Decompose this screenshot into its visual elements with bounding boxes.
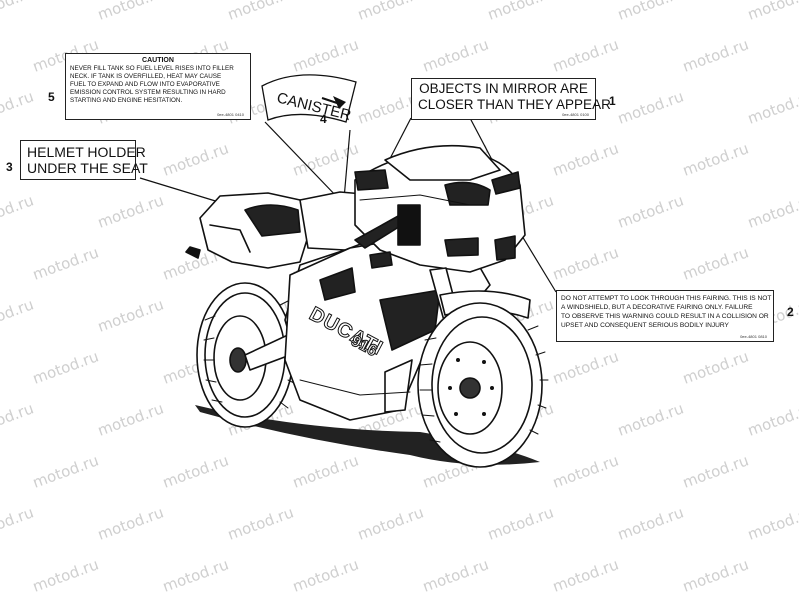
caution-title: CAUTION (142, 57, 174, 64)
fairing-line: A WINDSHIELD, BUT A DECORATIVE FAIRING O… (561, 304, 753, 311)
watermark-text: motod.ru (355, 0, 426, 24)
fairing-line: TO OBSERVE THIS WARNING COULD RESULT IN … (561, 313, 769, 320)
callout-1: 1 (609, 94, 616, 108)
watermark-text: motod.ru (0, 87, 36, 127)
watermark-text: motod.ru (680, 139, 751, 179)
watermark-text: motod.ru (0, 503, 36, 543)
fairing-line: UPSET AND CONSEQUENT SERIOUS BODILY INJU… (561, 322, 729, 329)
watermark-text: motod.ru (290, 555, 361, 595)
watermark-text: motod.ru (225, 0, 296, 24)
watermark-text: motod.ru (680, 243, 751, 283)
watermark-text: motod.ru (0, 191, 36, 231)
watermark-text: motod.ru (745, 87, 799, 127)
watermark-text: motod.ru (615, 399, 686, 439)
mirror-label: OBJECTS IN MIRROR ARE CLOSER THAN THEY A… (411, 78, 611, 120)
right-mirror (491, 171, 521, 195)
caution-line: STARTING AND ENGINE HESITATION. (70, 97, 183, 104)
watermark-text: motod.ru (95, 399, 166, 439)
watermark-text: motod.ru (550, 555, 621, 595)
watermark-text: motod.ru (550, 35, 621, 75)
watermark-text: motod.ru (95, 503, 166, 543)
watermark-text: motod.ru (680, 347, 751, 387)
watermark-text: motod.ru (680, 35, 751, 75)
watermark-text: motod.ru (745, 503, 799, 543)
watermark-text: motod.ru (420, 35, 491, 75)
helmet-line: HELMET HOLDER (27, 144, 146, 160)
callout-2: 2 (787, 305, 794, 319)
watermark-text: motod.ru (615, 0, 686, 24)
watermark-text: motod.ru (615, 503, 686, 543)
fairing-warning-label: DO NOT ATTEMPT TO LOOK THROUGH THIS FAIR… (556, 290, 774, 342)
watermark-text: motod.ru (550, 139, 621, 179)
mirror-line: CLOSER THAN THEY APPEAR (418, 97, 611, 112)
caution-line: NECK. IF TANK IS OVERFILLED, HEAT MAY CA… (70, 73, 222, 80)
watermark-text: motod.ru (290, 451, 361, 491)
fairing-code: 0ee-4801 0810 (740, 334, 767, 339)
callout-4: 4 (320, 112, 327, 126)
bike-body (185, 144, 549, 468)
watermark-text: motod.ru (0, 0, 36, 24)
watermark-text: motod.ru (355, 503, 426, 543)
watermark-text: motod.ru (95, 295, 166, 335)
helmet-line: UNDER THE SEAT (27, 160, 148, 176)
watermark-text: motod.ru (485, 0, 556, 24)
windscreen (384, 144, 501, 181)
headlight (444, 237, 479, 257)
watermark-text: motod.ru (160, 451, 231, 491)
caution-line: NEVER FILL TANK SO FUEL LEVEL RISES INTO… (70, 65, 234, 72)
watermark-text: motod.ru (160, 139, 231, 179)
watermark-text: motod.ru (550, 243, 621, 283)
callout-5: 5 (48, 90, 55, 104)
watermark-text: motod.ru (95, 0, 166, 24)
watermark-text: motod.ru (0, 399, 36, 439)
watermark-text: motod.ru (745, 399, 799, 439)
watermark-text: motod.ru (30, 243, 101, 283)
callout-3: 3 (6, 160, 13, 174)
watermark-text: motod.ru (615, 87, 686, 127)
caution-label: CAUTION NEVER FILL TANK SO FUEL LEVEL RI… (65, 53, 251, 120)
canister-label-shape (261, 74, 357, 123)
canister-arrow-icon (333, 96, 346, 109)
watermark-text: motod.ru (550, 347, 621, 387)
caution-line: FUEL TO EXPAND AND FLOW INTO EVAPORATIVE (70, 81, 220, 88)
watermark-text: motod.ru (30, 347, 101, 387)
watermark-text: motod.ru (680, 555, 751, 595)
watermark-text: motod.ru (680, 451, 751, 491)
mirror-line: OBJECTS IN MIRROR ARE (419, 81, 588, 96)
watermark-text: motod.ru (745, 191, 799, 231)
watermark-text: motod.ru (160, 555, 231, 595)
watermark-text: motod.ru (0, 295, 36, 335)
watermark-text: motod.ru (225, 503, 296, 543)
watermark-text: motod.ru (290, 35, 361, 75)
watermark-text: motod.ru (550, 451, 621, 491)
watermark-text: motod.ru (30, 451, 101, 491)
mirror-code: 0ee-4801 0100 (562, 112, 589, 117)
left-mirror (354, 169, 389, 191)
watermark-text: motod.ru (95, 191, 166, 231)
watermark-text: motod.ru (30, 555, 101, 595)
caution-line: EMISSION CONTROL SYSTEM RESULTING IN HAR… (70, 89, 226, 96)
watermark-text: motod.ru (485, 503, 556, 543)
watermark-text: motod.ru (745, 0, 799, 24)
caution-code: 0ee-4801 0410 (217, 112, 244, 117)
watermark-text: motod.ru (615, 191, 686, 231)
fairing-line: DO NOT ATTEMPT TO LOOK THROUGH THIS FAIR… (561, 295, 772, 302)
helmet-label: HELMET HOLDER UNDER THE SEAT (20, 140, 148, 180)
watermark-text: motod.ru (420, 555, 491, 595)
